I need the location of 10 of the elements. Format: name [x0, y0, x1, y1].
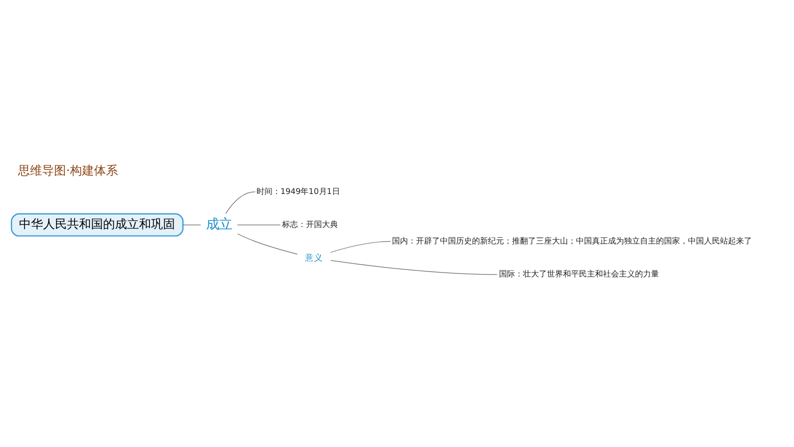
node-text: 成立 [206, 216, 232, 232]
connector [330, 260, 498, 274]
connector [330, 240, 391, 252]
connector [237, 233, 298, 254]
node-text: 意义 [305, 252, 324, 263]
diagram-title: 思维导图·构建体系 [18, 163, 118, 178]
connector [225, 191, 256, 214]
node-box: 中华人民共和国的成立和巩固 [10, 212, 184, 236]
connector [182, 224, 201, 225]
connector [237, 224, 281, 225]
